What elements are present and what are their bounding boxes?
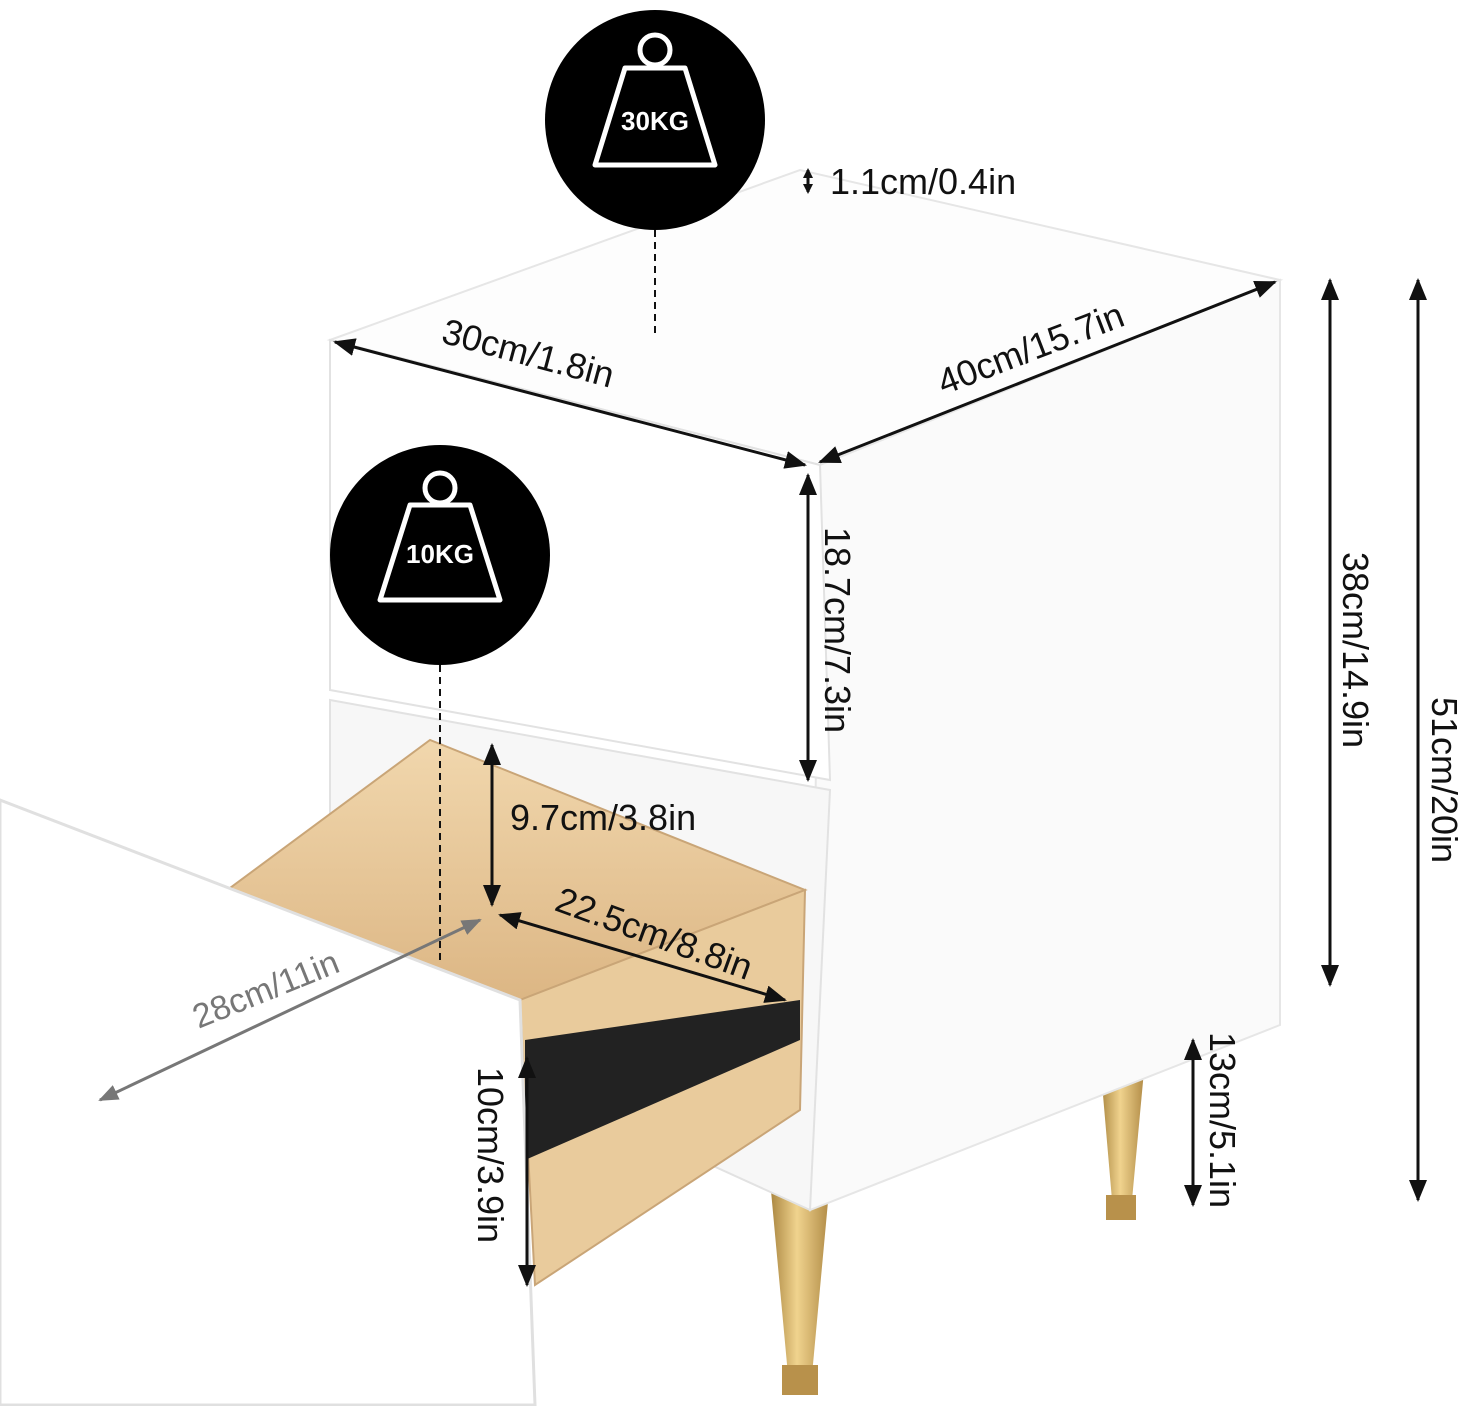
label-drawer-inner-height: 9.7cm/3.8in (510, 797, 696, 838)
weight-label-30kg: 30KG (621, 106, 689, 136)
label-body-height: 38cm/14.9in (1335, 552, 1376, 748)
label-drawer-front-height: 18.7cm/7.3in (817, 527, 858, 733)
dimension-arrows (98, 168, 1427, 1287)
label-leg-height: 13cm/5.1in (1202, 1032, 1243, 1208)
label-drawer-lower-height: 10cm/3.9in (470, 1067, 511, 1243)
weight-label-10kg: 10KG (406, 539, 474, 569)
label-top-thickness: 1.1cm/0.4in (830, 161, 1016, 202)
weight-icon-10kg: 10KG (330, 445, 550, 665)
weight-icon-30kg: 30KG (545, 10, 765, 230)
legs (770, 1060, 1145, 1395)
label-total-height: 51cm/20in (1424, 697, 1465, 863)
